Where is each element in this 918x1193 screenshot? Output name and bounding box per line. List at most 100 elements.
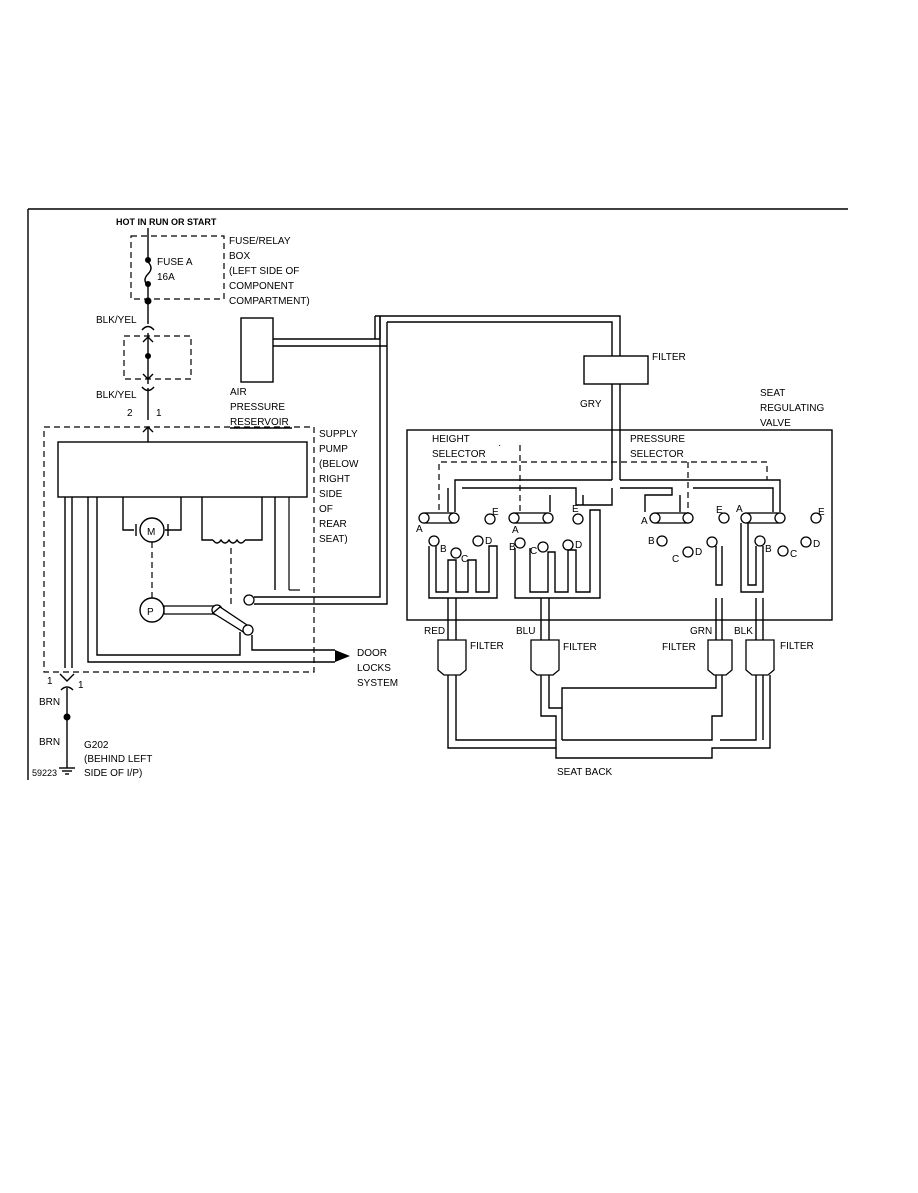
port-p1-d: D [695,547,702,558]
filter-blu [530,639,560,676]
pin-1-right: 1 [78,680,84,691]
seat-back-label: SEAT BACK [557,767,613,778]
wire-label-blk: BLK [734,626,753,637]
reservoir-label-1: AIR [230,387,247,398]
outlet-hoses: RED FILTER BLU FILTER GRN FILTER BLK FIL… [424,598,814,778]
port-h1-c: C [461,554,468,565]
ground-circuit: 1 1 BRN BRN G202 (BEHIND LEFT SIDE OF I/… [32,673,152,779]
pump-label-4: RIGHT [319,474,350,485]
seat-regulating-valve: SEAT REGULATING VALVE HEIGHT SELECTOR · … [406,388,833,621]
pump-label-5: SIDE [319,489,343,500]
pump-symbol: P [147,607,154,618]
pump-control-module [57,441,308,498]
port-h2-d: D [575,540,582,551]
filter-red-label: FILTER [470,641,504,652]
stray-mark: · [498,440,501,451]
filter-blk [745,639,775,676]
port-h1-b: B [440,544,447,555]
arrow-to-door-locks-icon [335,650,350,662]
filter-red [437,639,467,676]
ground-label-3: SIDE OF I/P) [84,768,142,779]
port-p2-b: B [765,544,772,555]
port-h1-a: A [416,524,423,535]
pressure-selector-label-1: PRESSURE [630,434,685,445]
fuse-box-label-2: BOX [229,251,250,262]
wire-label-gry: GRY [580,399,602,410]
reservoir-tank [240,317,274,383]
filter-top: FILTER GRY [580,352,686,480]
wire-label-blk-yel-upper: BLK/YEL [96,315,137,326]
pump-label-1: SUPPLY [319,429,358,440]
connector-icon [141,325,155,331]
port-p2-d: D [813,539,820,550]
fuse-rating: 16A [157,272,175,283]
fuse-box-label-4: COMPONENT [229,281,294,292]
pump-label-7: REAR [319,519,347,530]
power-label: HOT IN RUN OR START [116,217,217,227]
door-locks-label-3: SYSTEM [357,678,398,689]
height-selector-label-2: SELECTOR [432,449,486,460]
supply-pump-boundary [43,426,315,673]
port-h2-b: B [509,542,516,553]
relay-coil-icon [212,538,246,544]
valve-label-2: REGULATING [760,403,824,414]
valve-label-1: SEAT [760,388,785,399]
valve-label-3: VALVE [760,418,791,429]
pin-2: 2 [127,408,133,419]
power-feed: HOT IN RUN OR START FUSE A 16A FUSE/RELA… [96,217,310,442]
pin-1-left: 1 [47,676,53,687]
height-selector-1[interactable]: A B C D E [416,507,499,565]
pressure-selector-1[interactable]: A B C D E [641,505,730,565]
port-p2-a: A [736,504,743,515]
wire-label-blk-yel-lower: BLK/YEL [96,390,137,401]
filter-blu-label: FILTER [563,642,597,653]
filter-grn-label: FILTER [662,642,696,653]
wire-label-grn: GRN [690,626,712,637]
filter-blk-label: FILTER [780,641,814,652]
wire-label-brn-lower: BRN [39,737,60,748]
fuse-box-label-1: FUSE/RELAY [229,236,291,247]
port-p1-c: C [672,554,679,565]
figure-id: 59223 [32,768,57,778]
fuse-name: FUSE A [157,257,193,268]
ground-icon [59,767,75,775]
motor-symbol: M [147,527,155,538]
height-selector-2[interactable]: A B C D E [508,504,584,557]
reservoir-label-3: RESERVOIR [230,417,289,428]
splice-box [123,335,192,380]
fuse-box-label-3: (LEFT SIDE OF [229,266,299,277]
height-selector-label-1: HEIGHT [432,434,470,445]
wire-label-blu: BLU [516,626,535,637]
pressure-selector-2[interactable]: A B C D E [736,504,825,560]
filter-top-label: FILTER [652,352,686,363]
port-p2-e: E [818,507,825,518]
wire-label-red: RED [424,626,445,637]
diagram-frame [27,208,848,780]
pressure-selector-label-2: SELECTOR [630,449,684,460]
port-p1-e: E [716,505,723,516]
ground-label-2: (BEHIND LEFT [84,754,152,765]
pump-label-8: SEAT) [319,534,348,545]
fuse-relay-box [130,235,225,300]
port-h2-e: E [572,504,579,515]
pin-1-top: 1 [156,408,162,419]
door-locks-label-2: LOCKS [357,663,391,674]
port-p1-b: B [648,536,655,547]
fuse-box-label-5: COMPARTMENT) [229,296,310,307]
supply-pump: SUPPLY PUMP (BELOW RIGHT SIDE OF REAR SE… [43,316,398,689]
pump-label-3: (BELOW [319,459,359,470]
pump-label-6: OF [319,504,333,515]
valve-body [406,429,833,621]
port-h2-c: C [530,546,537,557]
pump-label-2: PUMP [319,444,348,455]
port-h1-e: E [492,507,499,518]
filter-grn [707,639,733,676]
port-p1-a: A [641,516,648,527]
port-h2-a: A [512,525,519,536]
port-p2-c: C [790,549,797,560]
reservoir-label-2: PRESSURE [230,402,285,413]
wire-label-brn-upper: BRN [39,697,60,708]
door-locks-label-1: DOOR [357,648,387,659]
